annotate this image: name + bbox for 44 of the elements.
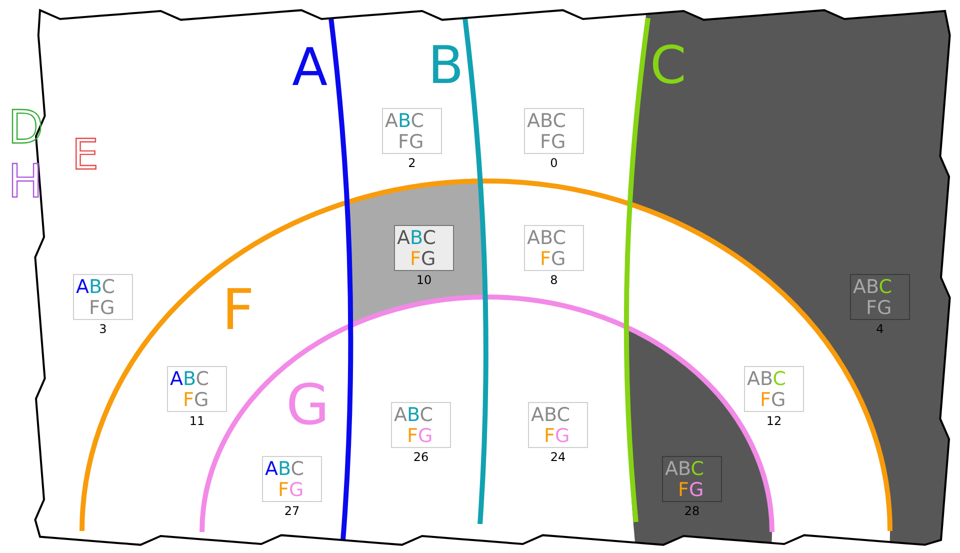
region-number: 3	[99, 322, 107, 336]
region-number: 27	[284, 504, 300, 518]
letter-row: FG	[866, 298, 892, 318]
set-label: C	[650, 40, 686, 92]
letter-row: ABC	[265, 459, 304, 479]
letter-row: FG	[89, 298, 115, 318]
region-number: 8	[550, 273, 558, 287]
set-label: H	[8, 158, 43, 204]
letter-row: ABC	[170, 369, 209, 389]
region-number: 0	[550, 156, 558, 170]
region-number: 26	[413, 450, 429, 464]
letter-row: ABC	[385, 111, 424, 131]
region-number: 10	[416, 273, 432, 287]
letter-row: FG	[410, 249, 436, 269]
region-number: 28	[684, 504, 700, 518]
letter-row: FG	[278, 480, 304, 500]
letter-row: FG	[407, 426, 433, 446]
region-number: 12	[766, 414, 782, 428]
letter-row: ABC	[853, 277, 892, 297]
letter-row: ABC	[394, 405, 433, 425]
set-label: G	[286, 378, 330, 434]
letter-row: FG	[183, 390, 209, 410]
region-number: 2	[408, 156, 416, 170]
set-label: A	[292, 42, 328, 94]
letter-row: FG	[678, 480, 704, 500]
letter-row: FG	[540, 249, 566, 269]
letter-row: FG	[398, 132, 424, 152]
letter-row: ABC	[527, 228, 566, 248]
region-number: 11	[189, 414, 205, 428]
set-label: E	[72, 134, 99, 176]
letter-row: FG	[540, 132, 566, 152]
letter-row: ABC	[76, 277, 115, 297]
letter-row: ABC	[665, 459, 704, 479]
letter-row: ABC	[397, 228, 436, 248]
region-number: 24	[550, 450, 566, 464]
letter-row: ABC	[527, 111, 566, 131]
letter-row: ABC	[531, 405, 570, 425]
letter-row: FG	[544, 426, 570, 446]
letter-row: ABC	[747, 369, 786, 389]
set-label: F	[222, 283, 254, 339]
region-number: 4	[876, 322, 884, 336]
set-label: D	[8, 104, 44, 150]
letter-row: FG	[760, 390, 786, 410]
set-label: B	[428, 40, 464, 92]
